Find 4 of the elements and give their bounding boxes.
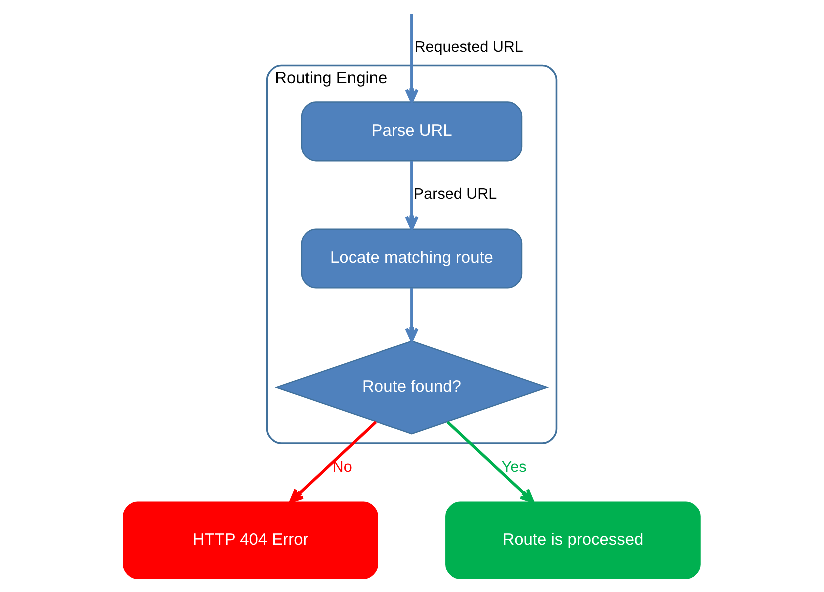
edge-label: Requested URL	[414, 39, 524, 56]
edge-label: Parsed URL	[414, 186, 498, 204]
edge-label: No	[332, 459, 352, 476]
edge-label: Yes	[502, 459, 527, 476]
